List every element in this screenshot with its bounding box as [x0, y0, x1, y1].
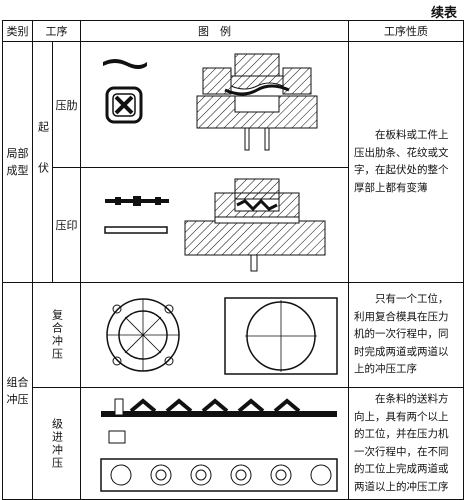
category-local-forming: 局部成型: [2, 41, 33, 283]
header-nature: 工序性质: [348, 20, 464, 42]
illustration-emboss: [80, 167, 349, 283]
group-relief: 起伏: [32, 41, 53, 283]
nature-progressive: 在条料的送料方向上，具有两个以上的工位，并在压力机一次行程中，在不同的工位上完成…: [348, 387, 464, 500]
table-header-row: 类别 工序 图 例 工序性质: [2, 20, 464, 42]
table-row: 组合冲压 复合冲压 只有一个工位，利用复合模具在压力机的一次行程中，同时完成两道…: [2, 282, 464, 500]
continued-label: 续表: [430, 6, 457, 21]
header-category: 类别: [2, 20, 33, 42]
category-combined-stamping: 组合冲压: [2, 282, 33, 500]
table-row: 局部成型 起伏 压肋: [2, 41, 464, 283]
illustration-rib: [80, 41, 349, 168]
table-row: 级进冲压 在条料的送料方向上，具有两个以上的工位，并在压力机一次: [3, 387, 464, 500]
process-rib: 压肋: [52, 41, 81, 168]
process-table: 类别 工序 图 例 工序性质 局部成型 起伏 压肋: [2, 20, 464, 500]
progressive-die-diagram: [99, 397, 338, 492]
nature-compound: 只有一个工位，利用复合模具在压力机的一次行程中，同时完成两道或两道以上的冲压工序: [348, 282, 464, 388]
illustration-progressive: [80, 387, 349, 500]
header-process: 工序: [32, 20, 81, 42]
process-compound: 复合冲压: [32, 282, 81, 388]
illustration-compound: [80, 282, 349, 388]
rib-forming-diagram: [102, 53, 317, 150]
embossing-diagram: [103, 178, 325, 272]
compound-die-diagram: [105, 297, 338, 375]
process-emboss: 压印: [52, 167, 81, 283]
process-progressive: 级进冲压: [32, 387, 81, 500]
table-row: 压印: [3, 167, 464, 283]
nature-local-forming: 在板料或工件上压出肋条、花纹或文字，在起伏处的整个厚部上都有变薄: [348, 41, 464, 283]
header-illustration: 图 例: [80, 20, 349, 42]
